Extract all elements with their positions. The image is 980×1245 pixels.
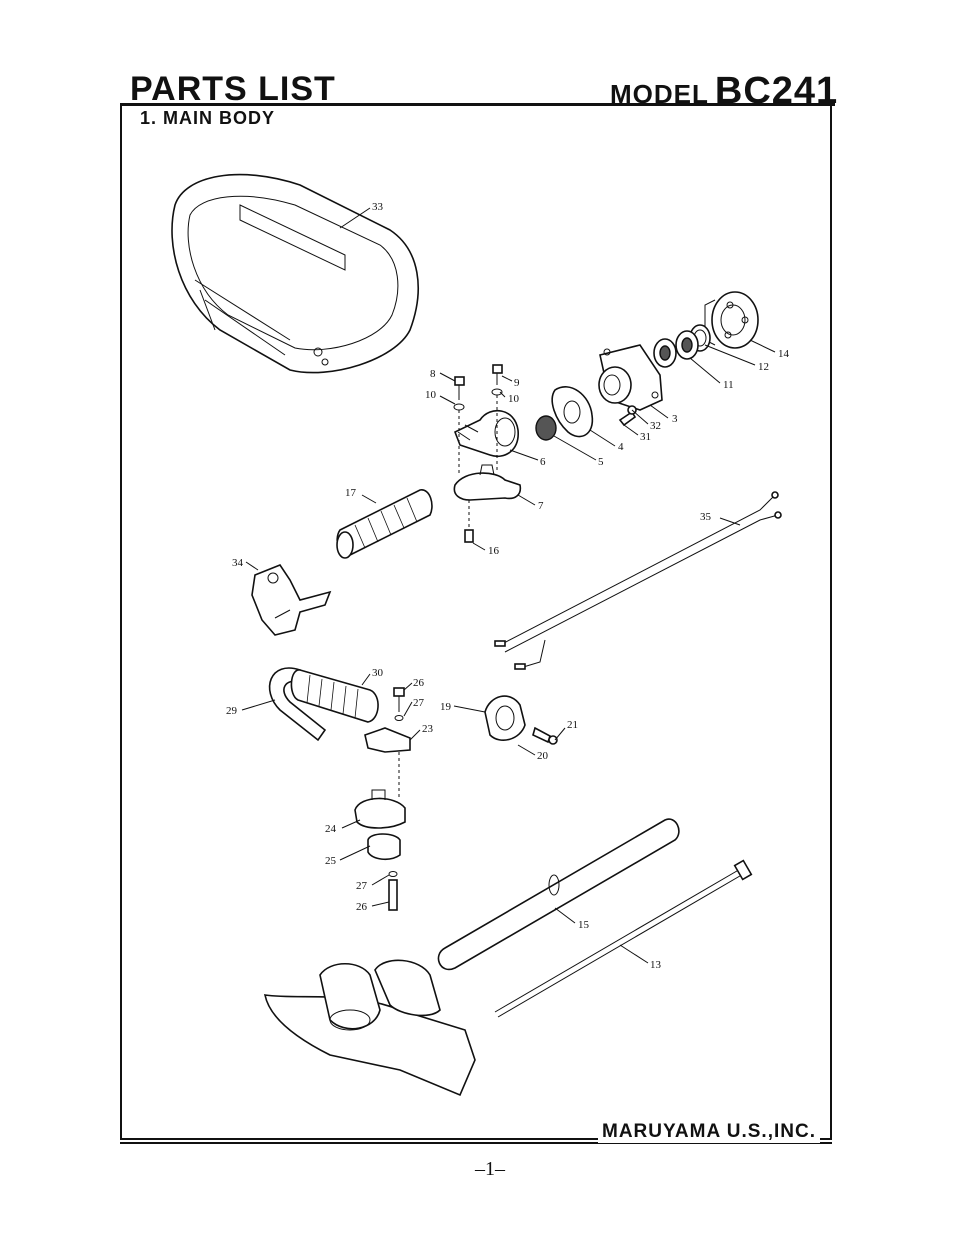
callout-27b: 27 — [356, 880, 368, 892]
part-33-harness — [171, 173, 419, 374]
callout-27a: 27 — [413, 697, 425, 709]
callout-26a: 26 — [413, 677, 425, 689]
callout-11: 11 — [723, 379, 734, 391]
callout-8: 8 — [430, 368, 436, 380]
diagram-frame — [120, 105, 832, 1140]
part-26-27-23-clamp-upper — [364, 687, 411, 800]
part-35-stop-wire — [494, 491, 782, 670]
callout-4: 4 — [618, 441, 624, 453]
title-rule — [120, 103, 835, 106]
company-name: MARUYAMA U.S.,INC. — [598, 1121, 820, 1143]
part-16-bolt — [464, 500, 474, 543]
part-7-handle-clamp-lower — [453, 464, 522, 501]
page-number: –1– — [475, 1158, 505, 1180]
callout-9: 9 — [514, 377, 520, 389]
part-19-20-21-bracket — [484, 695, 558, 745]
callout-7: 7 — [538, 500, 544, 512]
part-15-drive-shaft-tube — [437, 818, 680, 971]
part-3-clutch-housing — [598, 344, 663, 411]
part-14-clutch-drum — [704, 291, 759, 349]
callout-labels: 33 14 12 11 8 9 10 10 3 32 31 4 5 6 17 7… — [226, 201, 790, 971]
section-title: 1. MAIN BODY — [140, 108, 276, 128]
callout-30: 30 — [372, 667, 384, 679]
part-34-throttle-lever — [251, 564, 332, 636]
model-label: MODEL — [610, 79, 709, 109]
callout-3: 3 — [672, 413, 678, 425]
callout-34: 34 — [232, 557, 244, 569]
callout-6: 6 — [540, 456, 546, 468]
callout-21: 21 — [567, 719, 578, 731]
callout-5: 5 — [598, 456, 604, 468]
part-30-loop-grip — [290, 669, 379, 723]
part-29-loop-handle — [268, 667, 327, 742]
callout-29: 29 — [226, 705, 238, 717]
gear-head-and-guard — [263, 959, 476, 1097]
callout-31: 31 — [640, 431, 651, 443]
part-31-32-screws — [618, 405, 637, 427]
callout-23: 23 — [422, 723, 434, 735]
callout-10a: 10 — [425, 389, 437, 401]
callout-35: 35 — [700, 511, 712, 523]
part-6-handle-clamp-upper — [453, 409, 519, 457]
part-13-drive-shaft — [494, 859, 753, 1018]
parts-list-title: PARTS LIST — [130, 70, 336, 108]
leader-lines — [241, 207, 776, 964]
part-11-bearings — [653, 330, 699, 368]
callout-33: 33 — [372, 201, 384, 213]
callout-17: 17 — [345, 487, 357, 499]
callout-25: 25 — [325, 855, 337, 867]
callout-10b: 10 — [508, 393, 520, 405]
part-4-coupling — [551, 386, 594, 438]
callout-15: 15 — [578, 919, 590, 931]
part-8-9-10-bolts — [453, 364, 503, 475]
part-5-damper — [535, 415, 557, 441]
callout-26b: 26 — [356, 901, 368, 913]
callout-19: 19 — [440, 701, 452, 713]
callout-12: 12 — [758, 361, 769, 373]
callout-20: 20 — [537, 750, 549, 762]
part-24-25-clamp-lower — [354, 789, 406, 911]
callout-13: 13 — [650, 959, 662, 971]
callout-24: 24 — [325, 823, 337, 835]
callout-32: 32 — [650, 420, 661, 432]
part-17-grip — [336, 489, 433, 559]
footer-rule — [120, 1142, 832, 1144]
callout-16: 16 — [488, 545, 500, 557]
callout-14: 14 — [778, 348, 790, 360]
